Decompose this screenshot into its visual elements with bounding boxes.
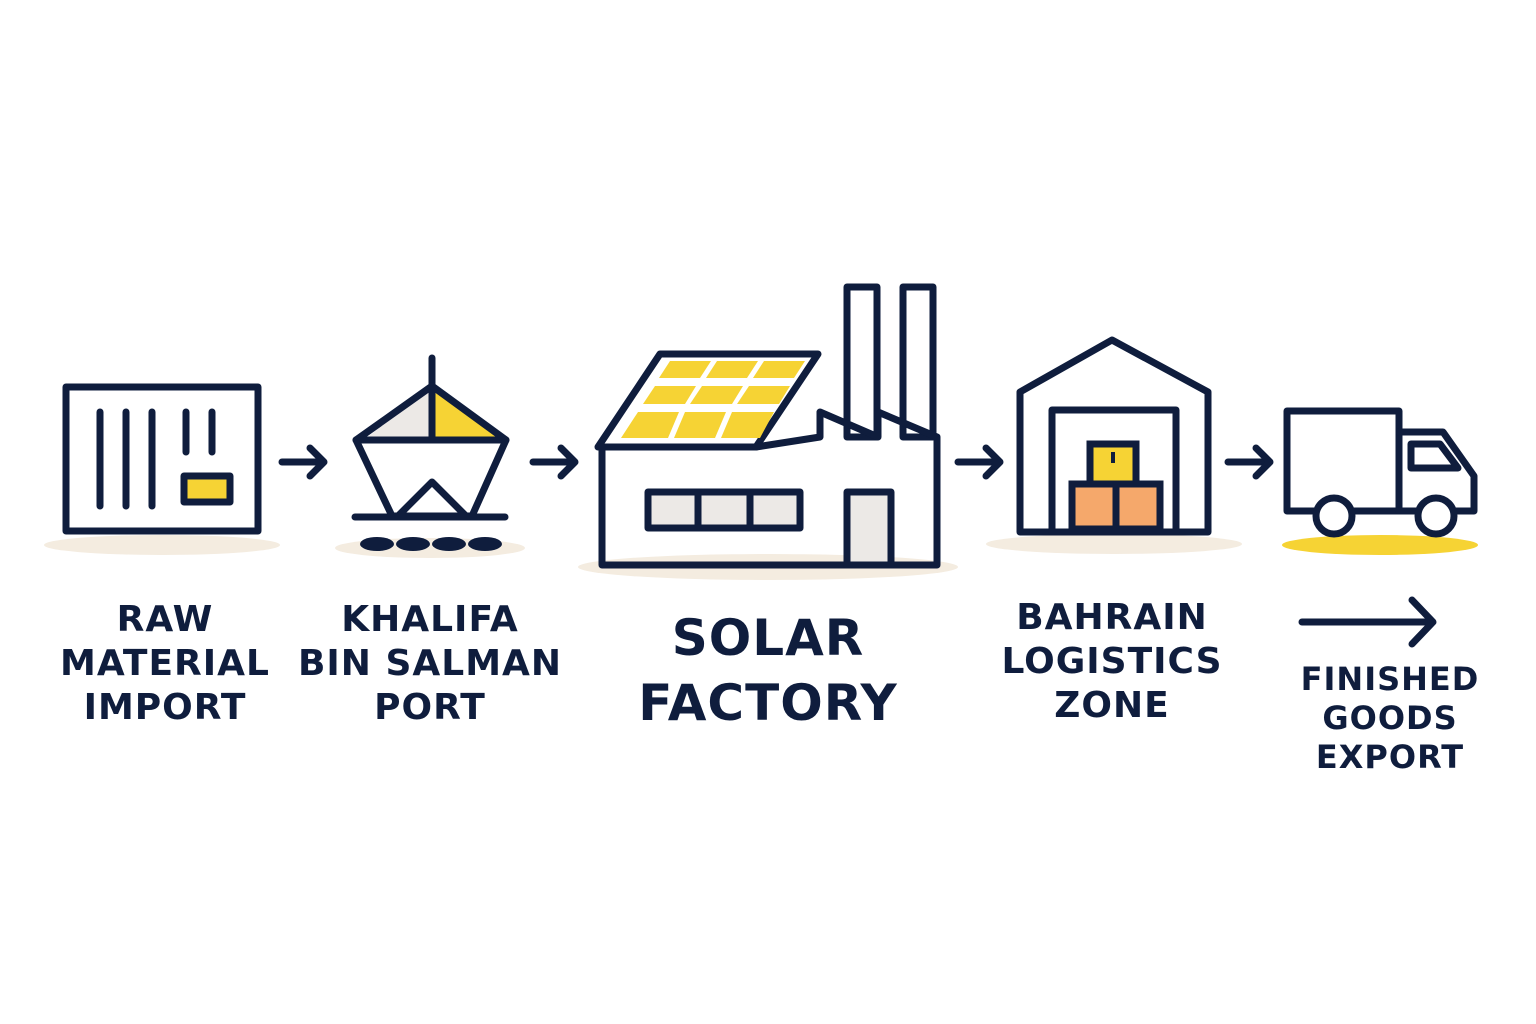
label-line: SOLAR — [671, 609, 865, 667]
label-line: FINISHED — [1300, 660, 1480, 698]
ground-shadow-yellow — [1282, 535, 1478, 555]
label-line: BAHRAIN — [1016, 597, 1208, 638]
label-line: RAW — [116, 599, 214, 640]
label-line: FACTORY — [638, 674, 898, 732]
ship-icon — [351, 354, 510, 551]
arrow-right-icon — [954, 444, 1004, 480]
arrow-right-icon — [529, 444, 579, 480]
delivery-truck-icon — [1283, 407, 1478, 538]
label-line: ZONE — [1054, 684, 1170, 726]
step-label-raw-material-import: RAW MATERIAL IMPORT — [60, 598, 270, 730]
shipping-container-icon — [62, 383, 262, 535]
ground-shadow — [44, 535, 280, 555]
step-label-khalifa-bin-salman-port: KHALIFA BIN SALMAN PORT — [298, 598, 562, 730]
label-line: LOGISTICS — [1001, 640, 1223, 682]
label-line: IMPORT — [83, 686, 247, 728]
label-line: BIN SALMAN — [297, 642, 563, 684]
arrow-right-icon — [278, 444, 328, 480]
solar-panel-cells — [621, 361, 805, 438]
step-label-finished-goods-export: FINISHED GOODS EXPORT — [1301, 660, 1480, 777]
label-line: MATERIAL — [60, 642, 270, 684]
step-label-bahrain-logistics-zone: BAHRAIN LOGISTICS ZONE — [1001, 596, 1222, 728]
arrow-right-icon — [1224, 444, 1274, 480]
label-line: PORT — [374, 686, 486, 728]
warehouse-icon — [1016, 336, 1212, 536]
label-line: KHALIFA — [341, 599, 519, 640]
solar-factory-icon — [594, 283, 941, 569]
label-line: EXPORT — [1315, 738, 1465, 777]
label-line: GOODS — [1322, 699, 1458, 738]
export-arrow-icon — [1298, 596, 1437, 648]
step-label-solar-factory: SOLAR FACTORY — [638, 606, 897, 736]
ground-shadow — [986, 534, 1242, 554]
